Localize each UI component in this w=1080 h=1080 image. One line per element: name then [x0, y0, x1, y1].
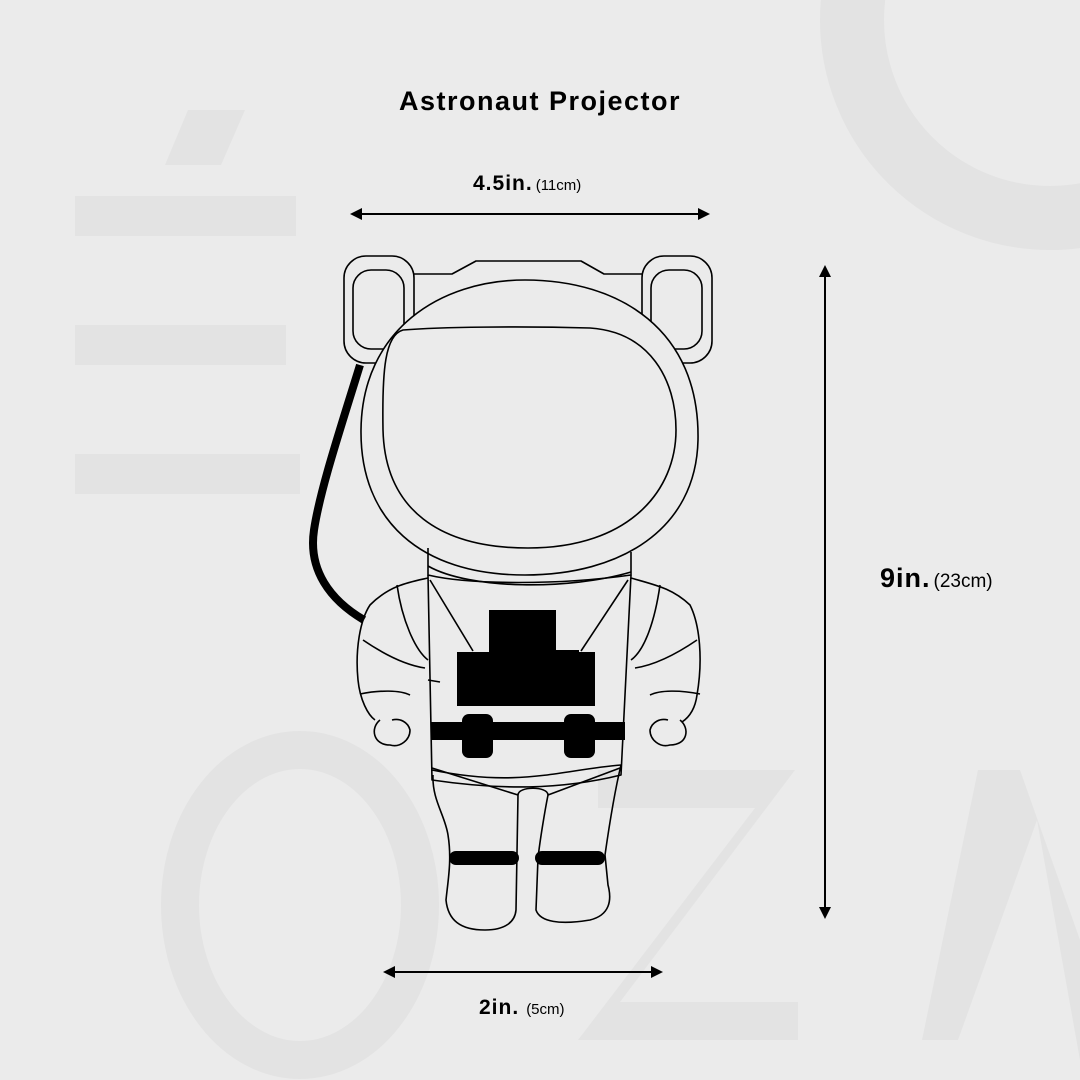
helmet	[360, 279, 699, 576]
width-top-imperial: 4.5in.	[473, 172, 533, 195]
ankle-band-right	[535, 851, 605, 865]
chest-panel	[457, 610, 595, 706]
width-base-imperial: 2in.	[479, 996, 520, 1019]
width-top-arrow	[350, 208, 710, 220]
height-label: 9in.(23cm)	[880, 563, 993, 594]
product-title: Astronaut Projector	[398, 86, 682, 116]
width-top-label: 4.5in.(11cm)	[473, 172, 581, 196]
belt-pouch-right	[564, 714, 595, 758]
belt	[431, 722, 625, 740]
visor	[382, 326, 677, 549]
width-top-metric: (11cm)	[535, 177, 582, 194]
height-arrow	[819, 265, 831, 919]
tether-hose	[309, 363, 367, 624]
height-metric: (23cm)	[933, 571, 993, 592]
belt-pouch-left	[462, 714, 493, 758]
width-base-label: 2in. (5cm)	[479, 996, 565, 1020]
height-imperial: 9in.	[880, 563, 931, 593]
width-base-arrow	[383, 966, 663, 978]
width-base-metric: (5cm)	[526, 1001, 565, 1018]
ankle-band-left	[449, 851, 519, 865]
